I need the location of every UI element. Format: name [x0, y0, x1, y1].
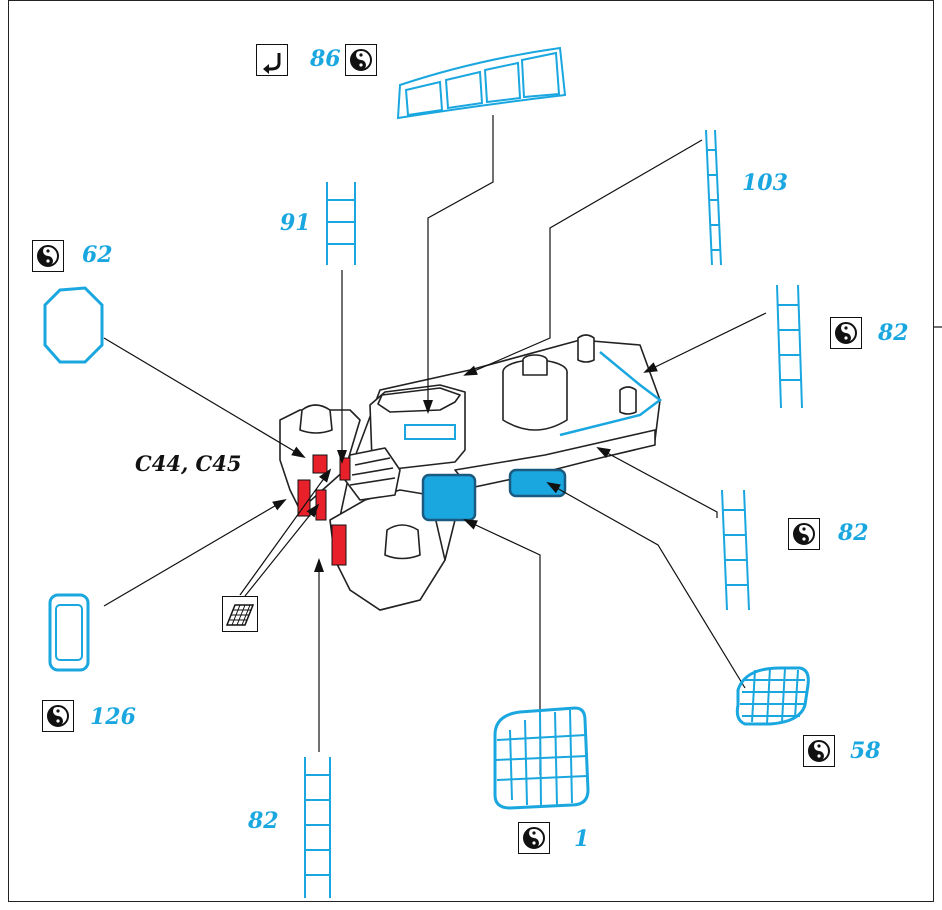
yin-yang-icon [345, 44, 377, 76]
part-62-label: 62 [82, 242, 113, 268]
part-1-grille [493, 706, 590, 810]
part-126-label: 126 [90, 704, 136, 730]
ladder-91 [326, 182, 356, 265]
mesh-grid-icon [222, 596, 258, 632]
yin-yang-icon [830, 317, 862, 349]
part-62-ring [43, 286, 104, 364]
etched-parts [43, 46, 810, 898]
dome-lower [384, 524, 421, 560]
mast-post-2 [619, 386, 637, 415]
part-86-frame [396, 46, 567, 120]
superstructure [279, 334, 661, 611]
bridge-windows [404, 424, 456, 440]
part-91-label: 91 [280, 210, 311, 236]
part-126-door [48, 593, 90, 672]
ladder-82-bottom [304, 757, 331, 898]
hull-side [454, 429, 656, 489]
vent-panel-large [421, 473, 477, 522]
part-82-bottom-label: 82 [248, 808, 279, 834]
ladder-103 [705, 129, 722, 266]
part-58-grille [735, 666, 810, 726]
part-82-right-mid-label: 82 [838, 520, 869, 546]
yin-yang-icon [42, 700, 74, 732]
ladder-82-mid [721, 489, 750, 611]
part-1-label: 1 [574, 826, 590, 852]
part-103-label: 103 [742, 170, 788, 196]
callout-c44-c45: C44, C45 [135, 451, 242, 476]
ladder-82-top [776, 284, 803, 409]
part-86-label: 86 [310, 46, 341, 72]
dome-rear [299, 404, 333, 434]
vent-panel-small [508, 468, 567, 498]
leader-lines [103, 115, 767, 775]
yin-yang-icon [518, 822, 550, 854]
diagram-frame [8, 0, 934, 902]
part-58-label: 58 [850, 738, 881, 764]
yin-yang-icon [32, 240, 64, 272]
part-82-right-top-label: 82 [878, 320, 909, 346]
yin-yang-icon [788, 518, 820, 550]
bend-arrow-icon [256, 44, 288, 76]
mast-post-1 [577, 334, 595, 363]
yin-yang-icon [803, 735, 835, 767]
stack-base [502, 372, 568, 431]
rail-top [559, 351, 663, 437]
